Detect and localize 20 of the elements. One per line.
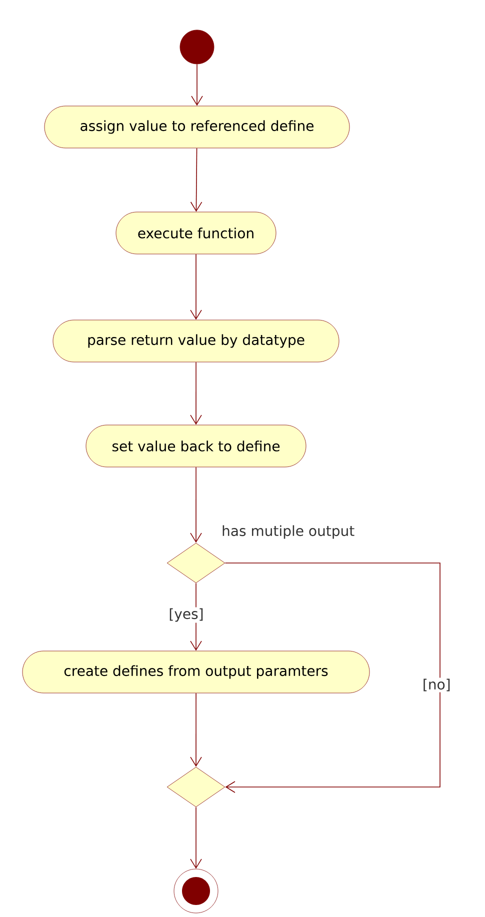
edge-label: [yes]: [168, 607, 205, 623]
arrow: [190, 254, 202, 320]
action-box: execute function: [116, 212, 276, 254]
action-box: create defines from output paramters: [22, 650, 370, 694]
arrow: [190, 362, 202, 425]
arrow: [190, 692, 202, 767]
arrow: [191, 64, 203, 106]
action-box: set value back to define: [86, 424, 306, 468]
edge-label: [no]: [421, 678, 452, 692]
start-circle: [180, 30, 214, 64]
action-box: parse return value by datatype: [52, 320, 340, 362]
arrow: [224, 562, 440, 793]
arrow: [190, 806, 202, 869]
arrow: [190, 148, 202, 212]
guard-label: has mutiple output: [222, 525, 354, 539]
merge-diamond: [166, 766, 226, 808]
end-circle: [174, 868, 218, 914]
action-box: assign value to referenced define: [44, 106, 350, 148]
arrow: [190, 466, 202, 543]
decision-diamond: [166, 542, 226, 584]
